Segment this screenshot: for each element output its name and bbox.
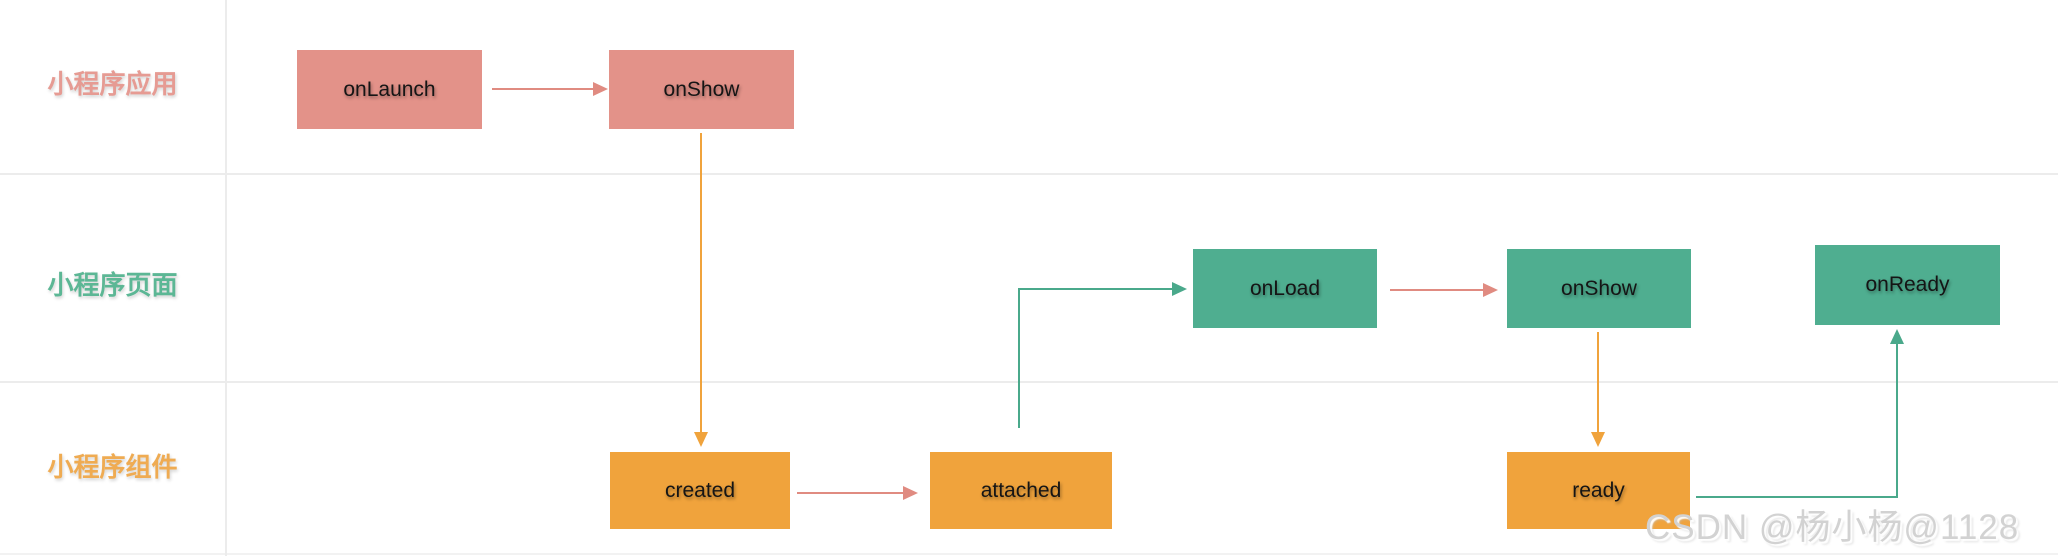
arrowhead-down-icon: [694, 432, 708, 447]
node-page-onready: onReady: [1815, 245, 2000, 325]
lane-divider-app-page: [0, 173, 2058, 175]
edge-line: [1018, 289, 1020, 428]
lane-label-component: 小程序组件: [47, 452, 178, 482]
node-app-onshow: onShow: [609, 50, 794, 129]
csdn-watermark: CSDN @杨小杨@1128: [1645, 508, 2020, 547]
arrowhead-down-icon: [1591, 432, 1605, 447]
edge-line: [1597, 332, 1599, 433]
arrowhead-right-icon: [1483, 283, 1498, 297]
node-page-onshow: onShow: [1507, 249, 1691, 328]
edge-line: [492, 88, 595, 90]
edge-line: [1018, 288, 1174, 290]
edge-line: [797, 492, 905, 494]
edge-line: [1696, 496, 1898, 498]
arrowhead-up-icon: [1890, 329, 1904, 344]
edge-line: [700, 133, 702, 433]
label-column-divider: [225, 0, 227, 556]
node-page-onload: onLoad: [1193, 249, 1377, 328]
lane-label-page: 小程序页面: [47, 270, 178, 300]
node-comp-attached: attached: [930, 452, 1112, 529]
node-app-onlaunch: onLaunch: [297, 50, 482, 129]
bottom-divider: [0, 553, 2058, 555]
node-comp-created: created: [610, 452, 790, 529]
lane-divider-page-component: [0, 381, 2058, 383]
arrowhead-right-icon: [593, 82, 608, 96]
node-comp-ready: ready: [1507, 452, 1690, 529]
arrowhead-right-icon: [1172, 282, 1187, 296]
edge-line: [1390, 289, 1485, 291]
lane-label-app: 小程序应用: [47, 69, 178, 99]
arrowhead-right-icon: [903, 486, 918, 500]
edge-line: [1896, 343, 1898, 498]
